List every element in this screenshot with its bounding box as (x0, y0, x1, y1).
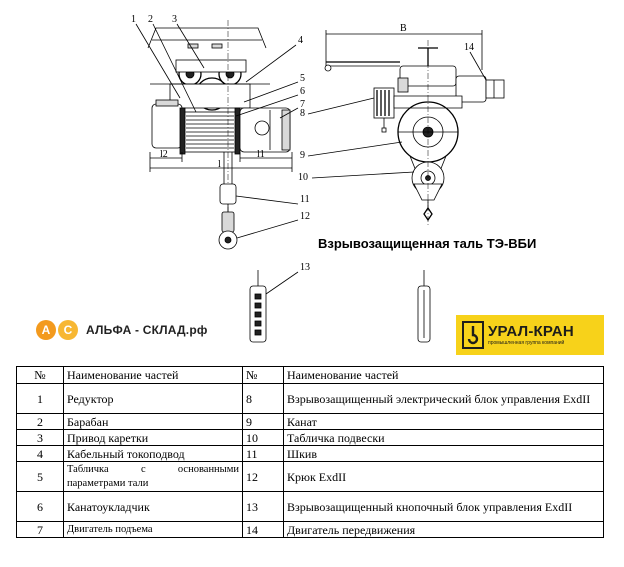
pendant-front (249, 270, 267, 343)
row-part-name-2: Табличка подвески (283, 429, 604, 446)
row-number-2: 8 (242, 383, 284, 414)
row-number: 6 (16, 491, 64, 522)
drum-windings (186, 115, 234, 149)
row-number: 7 (16, 521, 64, 538)
row-number-2: 10 (242, 429, 284, 446)
side-view: B (324, 23, 505, 225)
header-part-name: Наименование частей (63, 366, 243, 384)
callout-8: 8 (300, 108, 305, 119)
diagram-title: Взрывозащищенная таль ТЭ-ВБИ (318, 236, 537, 251)
row-part-name: Привод каретки (63, 429, 243, 446)
row-number-2: 12 (242, 461, 284, 492)
control-block-fins (376, 90, 390, 116)
row-part-name-2: Двигатель передвижения (283, 521, 604, 538)
crane-hook-icon (462, 321, 484, 349)
row-number: 1 (16, 383, 64, 414)
row-part-name-2: Взрывозащищенный электрический блок упра… (283, 383, 604, 414)
callout-14: 14 (464, 42, 474, 53)
row-part-name: Редуктор (63, 383, 243, 414)
alfa-letter-c: С (58, 320, 78, 340)
hoist-technical-drawing: l2 l1 l 1 2 3 4 5 6 7 11 12 (131, 14, 505, 343)
parts-table: № Наименование частей № Наименование час… (16, 366, 604, 538)
dim-l1: l1 (257, 149, 265, 160)
dim-b: B (400, 23, 407, 34)
callout-11: 11 (300, 194, 310, 205)
table-row: 6 Канатоукладчик 13 Взрывозащищенный кно… (16, 491, 604, 522)
callout-1: 1 (131, 14, 136, 25)
callout-5: 5 (300, 73, 305, 84)
row-part-name: Двигатель подъема (63, 521, 243, 538)
dim-l: l (218, 159, 221, 170)
row-number: 4 (16, 445, 64, 462)
table-row: 5 Табличка с основанными параметрами тал… (16, 461, 604, 492)
front-callouts: 1 2 3 4 5 6 7 11 12 (131, 14, 310, 239)
ural-kran-name: УРАЛ-КРАН (488, 322, 574, 340)
alfa-sklad-name: АЛЬФА - СКЛАД.рф (86, 323, 208, 337)
header-number: № (16, 366, 64, 384)
row-part-name-2: Крюк ExdII (283, 461, 604, 492)
callout-13: 13 (300, 262, 310, 273)
table-row: 1 Редуктор 8 Взрывозащищенный электричес… (16, 383, 604, 414)
alfa-sklad-logo: А С АЛЬФА - СКЛАД.рф (36, 318, 208, 342)
row-number: 2 (16, 413, 64, 430)
table-row: 3 Привод каретки 10 Табличка подвески (16, 429, 604, 446)
row-part-name-2: Канат (283, 413, 604, 430)
row-number-2: 9 (242, 413, 284, 430)
row-number-2: 13 (242, 491, 284, 522)
row-part-name-2: Взрывозащищенный кнопочный блок управлен… (283, 491, 604, 522)
ural-kran-logo: УРАЛ-КРАН промышленная группа компаний (456, 315, 604, 355)
table-row: 4 Кабельный токоподвод 11 Шкив (16, 445, 604, 462)
row-number: 5 (16, 461, 64, 492)
alfa-letter-a: А (36, 320, 56, 340)
row-part-name: Канатоукладчик (63, 491, 243, 522)
callout-9: 9 (300, 150, 305, 161)
header-part-name-2: Наименование частей (283, 366, 604, 384)
side-callouts: 14 8 9 10 (298, 42, 487, 183)
table-row: 7 Двигатель подъема 14 Двигатель передви… (16, 521, 604, 538)
callout-2: 2 (148, 14, 153, 25)
table-header-row: № Наименование частей № Наименование час… (16, 366, 604, 384)
callout-7: 7 (300, 99, 305, 110)
row-part-name-2: Шкив (283, 445, 604, 462)
callout-6: 6 (300, 86, 305, 97)
dim-l2: l2 (160, 149, 168, 160)
callout-4: 4 (298, 35, 303, 46)
row-part-name: Кабельный токоподвод (63, 445, 243, 462)
row-number-2: 14 (242, 521, 284, 538)
header-number-2: № (242, 366, 284, 384)
pendant-side (417, 270, 431, 343)
row-part-name: Табличка с основанными параметрами тали (63, 461, 243, 492)
row-part-name: Барабан (63, 413, 243, 430)
callout-12: 12 (300, 211, 310, 222)
row-number-2: 11 (242, 445, 284, 462)
ural-kran-tagline: промышленная группа компаний (488, 339, 565, 346)
table-row: 2 Барабан 9 Канат (16, 413, 604, 430)
front-view: l2 l1 l (147, 20, 293, 250)
callout-3: 3 (172, 14, 177, 25)
callout-10: 10 (298, 172, 308, 183)
hook-glyph (467, 326, 479, 345)
row-number: 3 (16, 429, 64, 446)
